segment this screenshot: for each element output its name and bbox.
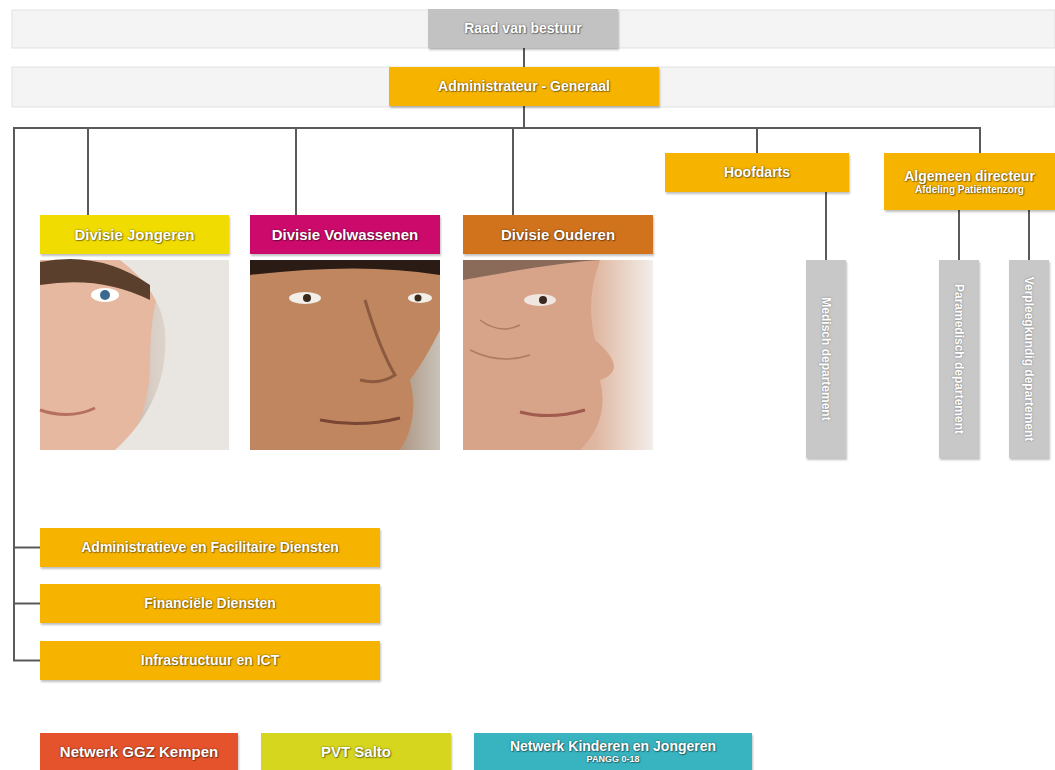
- header-band: [12, 67, 1055, 107]
- org-connector: [958, 210, 960, 260]
- node-label: Financiële Diensten: [144, 595, 275, 611]
- network-box: Netwerk Kinderen en JongerenPANGG 0-18: [474, 733, 752, 770]
- org-connector: [14, 106, 524, 661]
- node-label: Medisch departement: [819, 264, 833, 454]
- org-connector: [88, 106, 524, 215]
- department-bar: Verpleegkundig departement: [1009, 260, 1049, 458]
- node-label: PVT Salto: [321, 743, 391, 760]
- node-label: Divisie Volwassenen: [272, 226, 418, 243]
- org-connector: [524, 106, 757, 153]
- division-box: Divisie Volwassenen: [250, 215, 440, 254]
- header-band: [12, 10, 1055, 48]
- node-label: Divisie Jongeren: [74, 226, 194, 243]
- service-box: Infrastructuur en ICT: [40, 641, 380, 680]
- node-label: Administratieve en Facilitaire Diensten: [81, 539, 339, 555]
- org-connector: [825, 192, 827, 260]
- node-label: Algemeen directeur: [904, 168, 1035, 184]
- node-label: Paramedisch departement: [952, 264, 966, 454]
- org-connector: [1028, 210, 1030, 260]
- photo-elderly: [463, 260, 653, 450]
- node-label: Netwerk Kinderen en Jongeren: [510, 738, 716, 754]
- org-connector: [296, 106, 524, 215]
- node-label: Hoofdarts: [724, 164, 790, 180]
- director-box: Administrateur - Generaal: [389, 67, 659, 106]
- org-connector: [14, 106, 524, 604]
- node-sublabel: Afdeling Patiëntenzorg: [915, 184, 1024, 196]
- node-sublabel: PANGG 0-18: [587, 754, 640, 764]
- org-connector: [513, 106, 524, 215]
- division-box: Divisie Jongeren: [40, 215, 229, 254]
- management-box: Hoofdarts: [665, 153, 849, 192]
- division-box: Divisie Ouderen: [463, 215, 653, 254]
- node-label: Infrastructuur en ICT: [141, 652, 279, 668]
- node-label: Raad van bestuur: [464, 20, 581, 36]
- org-connector: [524, 106, 980, 153]
- node-label: Administrateur - Generaal: [438, 78, 610, 94]
- department-bar: Medisch departement: [806, 260, 846, 458]
- photo-youth: [40, 259, 229, 450]
- photo-adult: [250, 260, 440, 450]
- service-box: Administratieve en Facilitaire Diensten: [40, 528, 380, 567]
- node-label: Verpleegkundig departement: [1022, 264, 1036, 454]
- department-bar: Paramedisch departement: [939, 260, 979, 458]
- network-box: PVT Salto: [261, 733, 451, 770]
- service-box: Financiële Diensten: [40, 584, 380, 623]
- management-box: Algemeen directeurAfdeling Patiëntenzorg: [884, 153, 1055, 210]
- org-connector: [14, 106, 524, 548]
- network-box: Netwerk GGZ Kempen: [40, 733, 238, 770]
- node-label: Netwerk GGZ Kempen: [60, 743, 218, 760]
- org-connector: [523, 48, 525, 67]
- node-label: Divisie Ouderen: [501, 226, 615, 243]
- board-box: Raad van bestuur: [428, 9, 618, 48]
